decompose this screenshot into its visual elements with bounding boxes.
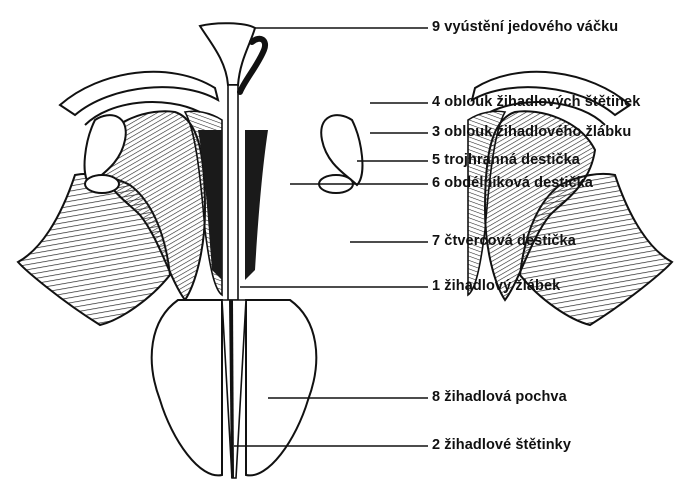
label-venom-duct-opening: 9 vyústění jedového váčku [432, 19, 618, 35]
sting-sheath-left [152, 300, 222, 475]
dark-chamber-right [245, 130, 268, 280]
label-sting-sheath: 8 žihadlová pochva [432, 389, 567, 405]
sting-sheath-right [246, 300, 316, 475]
label-lancets: 2 žihadlové štětinky [432, 437, 571, 453]
label-sting-groove: 1 žihadlový žlábek [432, 278, 560, 294]
label-lancet-arc: 4 oblouk žihadlových štětinek [432, 94, 640, 110]
venom-duct-tube [228, 85, 238, 300]
sting-shaft [222, 300, 246, 478]
label-triangular-plate: 5 trojhranná destička [432, 152, 580, 168]
label-quadrate-plate: 7 čtvercová destička [432, 233, 576, 249]
label-oblong-plate: 6 obdélníková destička [432, 175, 593, 191]
joint-left [85, 175, 119, 193]
label-bulb-arc: 3 oblouk žihadlového žlábku [432, 124, 631, 140]
